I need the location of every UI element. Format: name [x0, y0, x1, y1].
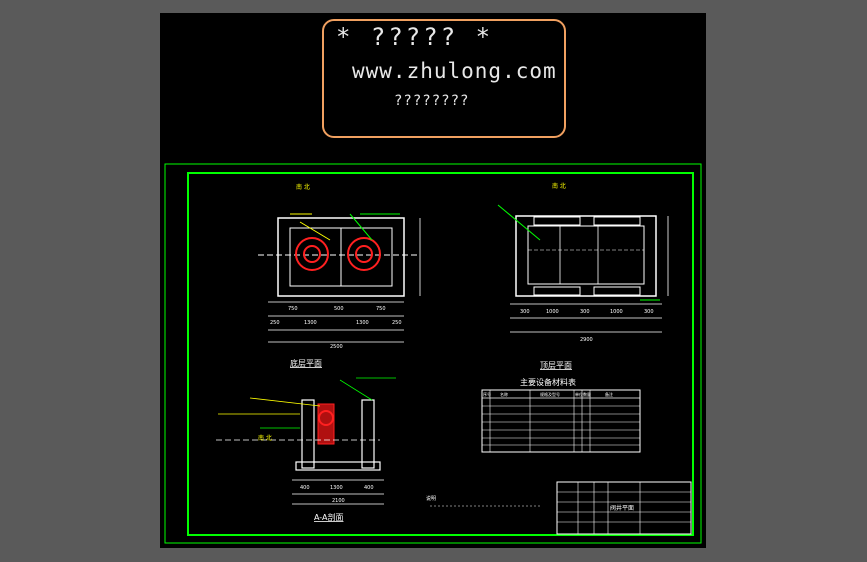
title-block: 阀井平面 — [556, 481, 692, 535]
drawing-sheet — [160, 13, 706, 548]
dim-total: 2900 — [580, 337, 593, 343]
valve-core-left — [303, 245, 321, 263]
valve-core-right — [355, 245, 373, 263]
dim-label: 500 — [334, 306, 344, 312]
watermark-line-1: * ????? * — [336, 23, 494, 51]
inner-frame — [187, 172, 694, 536]
notes-label: 说明 — [426, 495, 436, 502]
leader-line — [299, 221, 331, 241]
title-block-drawing-name: 阀井平面 — [610, 504, 634, 512]
dim-label: 750 — [288, 306, 298, 312]
table-border — [481, 389, 641, 453]
section-wall-left — [301, 399, 315, 469]
valve-circle-left — [295, 237, 329, 271]
view-title: 底层平面 — [290, 358, 322, 368]
watermark-url: www.zhulong.com — [352, 59, 557, 83]
dim-label: 400 — [300, 485, 310, 491]
north-label: 南 北 — [552, 182, 566, 190]
dim-label: 1300 — [356, 320, 369, 326]
table-header: 名称 — [500, 391, 508, 397]
cover-slab — [533, 216, 581, 226]
title-block-border — [556, 481, 692, 535]
section-side-label: 南 北 — [258, 434, 272, 442]
table-header: 数量 — [583, 391, 591, 397]
plan-wall-inner — [527, 225, 645, 285]
leader-line — [339, 379, 373, 401]
leader-line — [497, 204, 541, 241]
view-title: 顶层平面 — [540, 361, 572, 370]
table-title: 主要设备材料表 — [520, 377, 576, 387]
plan-wall-outer — [515, 215, 657, 297]
leader-line — [249, 397, 321, 407]
dim-total: 2100 — [332, 498, 345, 504]
north-label: 南 北 — [296, 183, 310, 191]
outer-frame — [164, 163, 702, 544]
watermark-box: * ????? * www.zhulong.com ???????? — [322, 19, 566, 138]
dim-label: 250 — [270, 320, 280, 326]
dim-label: 300 — [644, 309, 654, 315]
dim-label: 400 — [364, 485, 374, 491]
watermark-line-3: ???????? — [394, 93, 470, 109]
dim-label: 1000 — [610, 309, 623, 315]
top-plan-view: 300 1000 300 1000 300 2900 南 北 顶层平面 — [497, 182, 669, 370]
dim-label: 1300 — [304, 320, 317, 326]
cover-slab — [593, 216, 641, 226]
leader-line — [349, 213, 373, 241]
material-table: 主要设备材料表 序号 名称 规格及型号 单位 数量 备注 — [481, 377, 641, 453]
table-header: 序号 — [483, 391, 491, 397]
table-header: 备注 — [605, 391, 613, 397]
valve-circle-right — [347, 237, 381, 271]
cover-slab — [593, 286, 641, 296]
table-header: 单位 — [575, 391, 583, 397]
plan-wall-outer — [277, 217, 405, 297]
dim-label: 250 — [392, 320, 402, 326]
dim-total: 2500 — [330, 344, 343, 350]
dim-label: 300 — [520, 309, 530, 315]
section-wall-right — [361, 399, 375, 469]
dim-label: 1300 — [330, 485, 343, 491]
dim-label: 750 — [376, 306, 386, 312]
section-base-slab — [295, 461, 381, 471]
view-title: A-A剖面 — [314, 512, 343, 522]
section-view: 400 1300 400 2100 南 北 A-A剖面 — [216, 377, 396, 522]
dim-label: 300 — [580, 309, 590, 315]
table-header: 规格及型号 — [540, 391, 560, 397]
section-valve-wheel — [318, 410, 334, 426]
dim-label: 1000 — [546, 309, 559, 315]
cover-slab — [533, 286, 581, 296]
bottom-plan-view: 750 500 750 250 1300 1300 250 2500 南 北 底… — [258, 183, 421, 368]
